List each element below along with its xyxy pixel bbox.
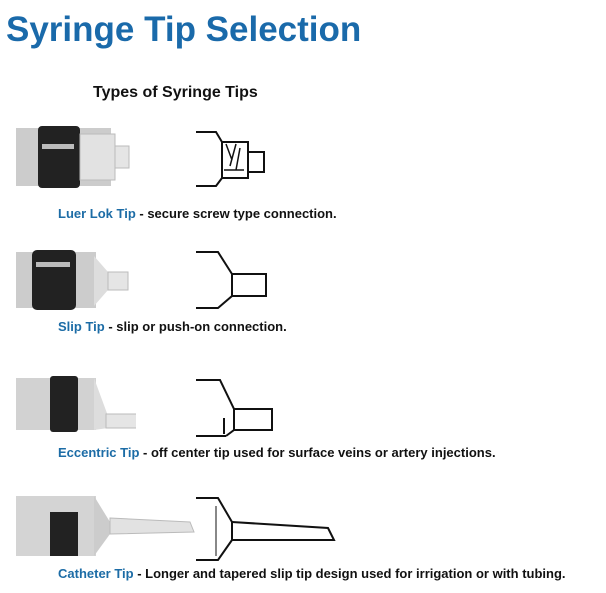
catheter-tip-syringe-photo <box>16 496 195 556</box>
tip-description: - secure screw type connection. <box>135 206 337 221</box>
tip-name: Slip Tip <box>58 319 105 334</box>
slip-tip-diagram <box>196 251 267 309</box>
tip-caption-slip: Slip Tip - slip or push-on connection. <box>58 319 287 334</box>
eccentric-tip-syringe-photo <box>16 376 136 432</box>
section-heading: Types of Syringe Tips <box>93 84 258 101</box>
tip-caption-catheter: Catheter Tip - Longer and tapered slip t… <box>58 566 566 581</box>
luer-lok-syringe-photo <box>16 126 130 188</box>
tip-caption-luer-lok: Luer Lok Tip - secure screw type connect… <box>58 206 337 221</box>
tip-description: - off center tip used for surface veins … <box>139 445 496 460</box>
tip-description: - slip or push-on connection. <box>104 319 287 334</box>
tip-name: Eccentric Tip <box>58 445 140 460</box>
tip-caption-eccentric: Eccentric Tip - off center tip used for … <box>58 445 496 460</box>
tip-name: Catheter Tip <box>58 566 134 581</box>
slip-tip-syringe-photo <box>16 250 129 310</box>
eccentric-tip-diagram <box>196 379 273 437</box>
tip-description: - Longer and tapered slip tip design use… <box>133 566 566 581</box>
catheter-tip-diagram <box>196 497 336 561</box>
page-title: Syringe Tip Selection <box>6 10 362 49</box>
luer-lok-tip-diagram <box>196 131 265 187</box>
tip-name: Luer Lok Tip <box>58 206 136 221</box>
